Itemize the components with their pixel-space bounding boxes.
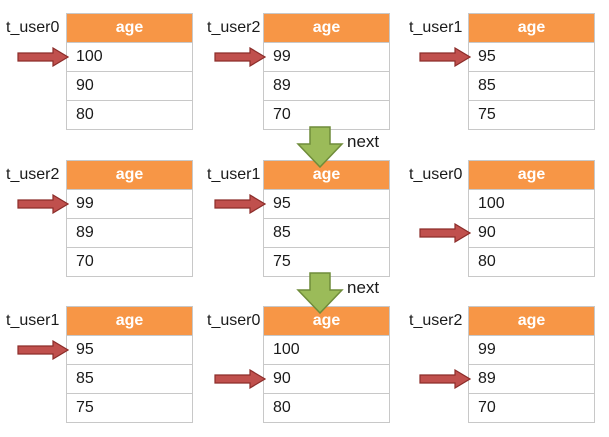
next-label: next xyxy=(347,132,380,151)
pointer-arrow-icon xyxy=(419,222,471,243)
table-row: 100 xyxy=(469,189,594,218)
column-header: age xyxy=(67,307,192,335)
table-row: 85 xyxy=(264,218,389,247)
column-header: age xyxy=(67,161,192,189)
table-row: 80 xyxy=(264,393,389,422)
down-arrow-icon xyxy=(296,126,344,168)
pointer-arrow-icon xyxy=(17,339,69,360)
table-row: 85 xyxy=(469,71,594,100)
table-name-label: t_user0 xyxy=(409,166,463,183)
table-row: 90 xyxy=(469,218,594,247)
table-row: 75 xyxy=(469,100,594,129)
pointer-arrow-icon xyxy=(214,193,266,214)
pointer-arrow-icon xyxy=(214,368,266,389)
column-header: age xyxy=(264,14,389,42)
pointer-arrow-icon xyxy=(17,193,69,214)
table-row: 100 xyxy=(264,335,389,364)
table-row: 99 xyxy=(264,42,389,71)
table-row: 99 xyxy=(469,335,594,364)
table-row: 100 xyxy=(67,42,192,71)
table-row: 89 xyxy=(469,364,594,393)
table-row: 70 xyxy=(469,393,594,422)
table-name-label: t_user2 xyxy=(207,19,261,36)
table-row: 95 xyxy=(469,42,594,71)
pointer-arrow-icon xyxy=(17,46,69,67)
table-row: 95 xyxy=(264,189,389,218)
table-row: 75 xyxy=(264,247,389,276)
column-header: age xyxy=(264,307,389,335)
table-row: 85 xyxy=(67,364,192,393)
table-name-label: t_user2 xyxy=(409,312,463,329)
table-row: 75 xyxy=(67,393,192,422)
column-header: age xyxy=(469,161,594,189)
table-row: 80 xyxy=(469,247,594,276)
table-name-label: t_user2 xyxy=(6,166,60,183)
column-header: age xyxy=(469,14,594,42)
pointer-arrow-icon xyxy=(214,46,266,67)
table-row: 95 xyxy=(67,335,192,364)
table-row: 89 xyxy=(67,218,192,247)
table-row: 89 xyxy=(264,71,389,100)
table-name-label: t_user0 xyxy=(6,19,60,36)
pointer-arrow-icon xyxy=(419,368,471,389)
table-row: 90 xyxy=(67,71,192,100)
table-name-label: t_user1 xyxy=(207,166,261,183)
table-row: 70 xyxy=(264,100,389,129)
table-name-label: t_user1 xyxy=(6,312,60,329)
pointer-arrow-icon xyxy=(419,46,471,67)
column-header: age xyxy=(469,307,594,335)
column-header: age xyxy=(67,14,192,42)
table-name-label: t_user0 xyxy=(207,312,261,329)
table-row: 99 xyxy=(67,189,192,218)
column-header: age xyxy=(264,161,389,189)
table-row: 80 xyxy=(67,100,192,129)
down-arrow-icon xyxy=(296,272,344,314)
next-label: next xyxy=(347,278,380,297)
table-row: 70 xyxy=(67,247,192,276)
table-name-label: t_user1 xyxy=(409,19,463,36)
table-row: 90 xyxy=(264,364,389,393)
